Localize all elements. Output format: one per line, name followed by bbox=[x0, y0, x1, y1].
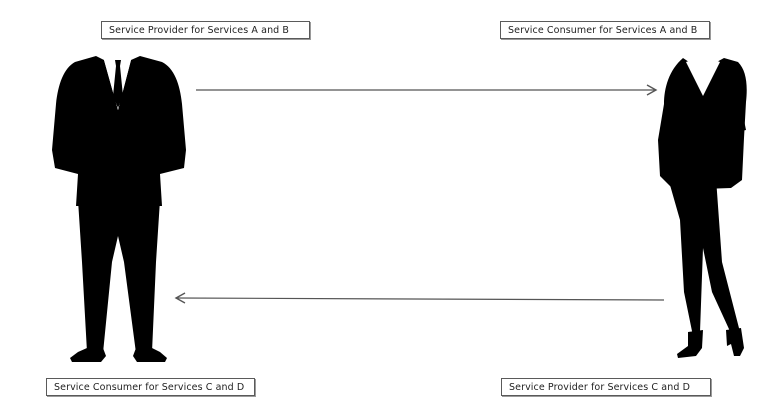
label-provider-c-d: Service Provider for Services C and D bbox=[501, 378, 711, 396]
label-provider-a-b: Service Provider for Services A and B bbox=[101, 21, 310, 39]
woman-silhouette bbox=[658, 58, 747, 358]
man-silhouette bbox=[52, 56, 186, 362]
label-consumer-a-b: Service Consumer for Services A and B bbox=[500, 21, 710, 39]
man-hands bbox=[78, 162, 160, 186]
arrow-consumer-to-provider bbox=[174, 292, 665, 304]
label-consumer-c-d: Service Consumer for Services C and D bbox=[46, 378, 255, 396]
woman-arms bbox=[662, 110, 746, 140]
man-left-shoe bbox=[70, 348, 106, 362]
woman-right-shoe bbox=[726, 328, 744, 356]
woman-legs bbox=[668, 178, 740, 340]
woman-blouse bbox=[686, 58, 720, 96]
man-trousers bbox=[78, 200, 160, 353]
man-tie bbox=[113, 60, 123, 108]
man-right-shoe bbox=[133, 348, 167, 362]
woman-left-shoe bbox=[677, 330, 703, 358]
